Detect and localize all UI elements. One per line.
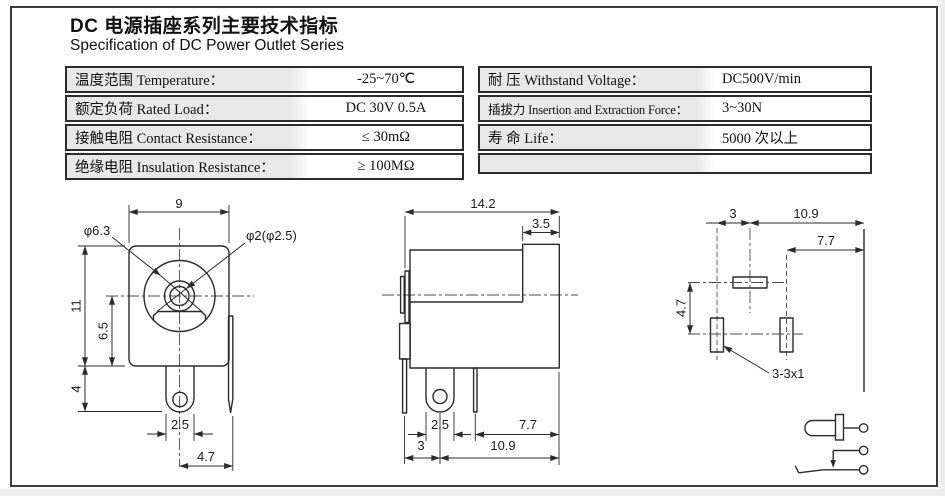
spec-table-left: 温度范围 Temperature： -25~70℃ 额定负荷 Rated Loa…: [65, 66, 464, 182]
center-pin-symbol: [804, 419, 837, 437]
pcb-layout-drawing: 3 10.9 7.7 4.7 3-3x1: [674, 206, 865, 392]
dim-pin-diameter: φ2(φ2.5): [246, 228, 297, 243]
spec-value: DC 30V 0.5A: [345, 100, 427, 116]
spec-label: 耐 压 Withstand Voltage：: [480, 68, 715, 91]
spec-label: 温度范围 Temperature：: [67, 68, 310, 91]
terminal-3: [858, 464, 869, 475]
spec-value: DC500V/min: [722, 71, 801, 87]
terminal-2: [858, 445, 869, 456]
front-pin: [401, 358, 408, 414]
terminal-1: [858, 423, 869, 433]
switch-lever: [794, 465, 860, 474]
table-row: 插拔力 Insertion and Extraction Force： 3~30…: [478, 95, 872, 122]
dim-front-height: 11: [69, 299, 84, 313]
dim-span: 10.9: [490, 438, 515, 453]
tab-hole: [172, 391, 188, 408]
dim-pin-offset: 4.7: [197, 449, 215, 464]
spec-label: 额定负荷 Rated Load：: [67, 97, 310, 120]
side-pin: [227, 315, 234, 414]
table-row: 耐 压 Withstand Voltage： DC500V/min: [478, 66, 872, 93]
dim-flange: 3.5: [532, 216, 550, 231]
body-step-lines: [410, 250, 524, 303]
spec-value: ≥ 100MΩ: [357, 158, 415, 174]
solder-tab: [425, 368, 455, 413]
spec-label: [480, 155, 715, 172]
dim-pin-pitch: 7.7: [519, 417, 537, 432]
terminal-2-lead: [832, 449, 860, 462]
jack-schematic-symbol: [794, 413, 869, 475]
barrel-outer-circle: [143, 259, 216, 333]
left-pad-slot: [709, 317, 725, 353]
right-pad-slot: [779, 317, 794, 353]
table-row: 绝缘电阻 Insulation Resistance： ≥ 100MΩ: [65, 153, 464, 180]
table-row: 温度范围 Temperature： -25~70℃: [65, 66, 464, 93]
table-row: [478, 153, 872, 174]
table-row: 寿 命 Life： 5000 次以上: [478, 124, 872, 151]
dim-row-gap: 4.7: [674, 299, 689, 317]
spec-label: 绝缘电阻 Insulation Resistance：: [67, 155, 310, 178]
table-row: 接触电阻 Contact Resistance： ≤ 30mΩ: [65, 124, 464, 151]
switch-arrow: [830, 460, 836, 468]
spec-label: 接触电阻 Contact Resistance：: [67, 126, 310, 149]
dim-pitch: 7.7: [817, 233, 835, 248]
rear-pin: [472, 367, 478, 413]
front-plate-inner: [404, 270, 410, 324]
page-edge-bottom: [0, 489, 945, 496]
dim-front-gap: 3: [417, 438, 424, 453]
jack-body-side: [409, 243, 560, 369]
slot-note-label: 3-3x1: [772, 366, 805, 381]
spec-value: -25~70℃: [357, 71, 415, 87]
dim-side-length: 14.2: [470, 196, 495, 211]
solder-tab: [165, 366, 195, 413]
center-pin-circle: [169, 285, 190, 307]
table-row: 额定负荷 Rated Load： DC 30V 0.5A: [65, 95, 464, 122]
front-view-drawing: 9 φ6.3 φ2(φ2.5) 11 6.5 4 2.5 4.7: [69, 196, 297, 471]
dim-tab-width: 2.5: [171, 417, 189, 432]
spec-label: 寿 命 Life：: [480, 126, 715, 149]
front-plate-outer: [399, 275, 405, 314]
spec-value: 3~30N: [722, 100, 763, 116]
front-lug: [398, 322, 411, 360]
dim-front-width: 9: [175, 196, 182, 211]
page-edge-right: [940, 0, 945, 496]
page-subtitle: Specification of DC Power Outlet Series: [70, 37, 344, 54]
spec-label: 插拔力 Insertion and Extraction Force：: [480, 97, 715, 120]
page-title: DC 电源插座系列主要技术指标: [70, 16, 339, 37]
spec-value: ≤ 30mΩ: [361, 129, 411, 145]
dim-outer-diameter: φ6.3: [84, 223, 111, 238]
spec-table-right: 耐 压 Withstand Voltage： DC500V/min 插拔力 In…: [478, 66, 872, 176]
dim-tab-drop: 4: [69, 385, 84, 392]
dim-center-height: 6.5: [96, 322, 111, 340]
sleeve-contact-symbol: [834, 413, 845, 441]
side-view-drawing: 14.2 3.5 2.5 7.7 3 10.9: [382, 196, 578, 465]
dim-offset: 3: [729, 206, 736, 221]
dim-span: 10.9: [793, 206, 818, 221]
contact-notch: [152, 310, 207, 321]
spec-value: 5000 次以上: [722, 131, 799, 147]
tab-hole: [432, 388, 448, 405]
jack-body-front: [128, 245, 230, 367]
